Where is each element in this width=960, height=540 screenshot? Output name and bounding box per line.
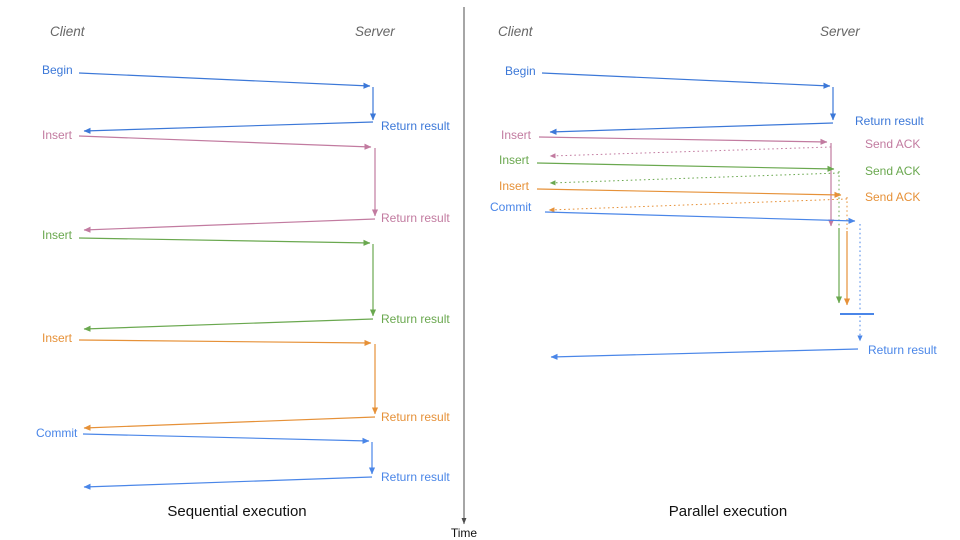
seq-insert1-request-label: Insert — [42, 128, 73, 142]
time-axis-label: Time — [450, 526, 478, 540]
par-insert3-request-arrow — [536, 188, 842, 198]
seq-begin-request-arrow — [78, 72, 371, 89]
seq-insert2-request-arrow — [78, 237, 371, 247]
par-insert1-request-label: Insert — [501, 128, 532, 142]
par-begin-request-label: Begin — [505, 64, 536, 78]
par-title: Parallel execution — [668, 503, 788, 520]
seq-insert1-request-arrow — [78, 135, 372, 150]
seq-server-lifeline-label: Server — [355, 24, 395, 39]
par-insert2-ack-arrow — [549, 172, 840, 186]
seq-insert3-return-arrow — [83, 416, 376, 431]
seq-begin-response-label: Return result — [381, 119, 450, 133]
par-insert2-ack-label: Send ACK — [865, 164, 921, 178]
seq-begin-request-label: Begin — [42, 63, 73, 77]
par-insert3-ack-label: Send ACK — [865, 190, 921, 204]
par-insert1-request-arrow — [538, 136, 828, 146]
par-commit-return-arrow — [550, 348, 859, 360]
seq-insert2-request-label: Insert — [42, 228, 73, 242]
par-begin-return-arrow — [549, 122, 834, 135]
seq-commit-response-label: Return result — [381, 470, 450, 484]
seq-begin-return-arrow — [83, 121, 374, 134]
seq-client-lifeline-label: Client — [50, 24, 85, 39]
par-commit-request-arrow — [544, 211, 856, 224]
par-begin-request-arrow — [541, 72, 831, 89]
par-insert3-ack-arrow — [548, 198, 848, 213]
seq-commit-request-label: Commit — [36, 426, 78, 440]
seq-insert2-response-label: Return result — [381, 312, 450, 326]
seq-insert2-return-arrow — [83, 318, 374, 332]
seq-insert1-return-arrow — [83, 218, 376, 233]
seq-commit-return-arrow — [83, 476, 373, 490]
seq-insert3-response-label: Return result — [381, 410, 450, 424]
seq-insert1-response-label: Return result — [381, 211, 450, 225]
seq-commit-request-arrow — [82, 433, 370, 444]
par-insert1-ack-label: Send ACK — [865, 137, 921, 151]
par-server-lifeline-label: Server — [820, 24, 860, 39]
seq-insert3-request-label: Insert — [42, 331, 73, 345]
par-insert2-request-label: Insert — [499, 153, 530, 167]
seq-title: Sequential execution — [167, 503, 307, 520]
par-commit-request-label: Commit — [490, 200, 532, 214]
seq-insert3-request-arrow — [78, 339, 372, 347]
par-commit-response-label: Return result — [868, 343, 937, 357]
par-insert3-request-label: Insert — [499, 179, 530, 193]
par-insert1-ack-arrow — [549, 146, 832, 159]
par-insert2-request-arrow — [536, 162, 835, 172]
par-begin-response-label: Return result — [855, 114, 924, 128]
par-client-lifeline-label: Client — [498, 24, 533, 39]
